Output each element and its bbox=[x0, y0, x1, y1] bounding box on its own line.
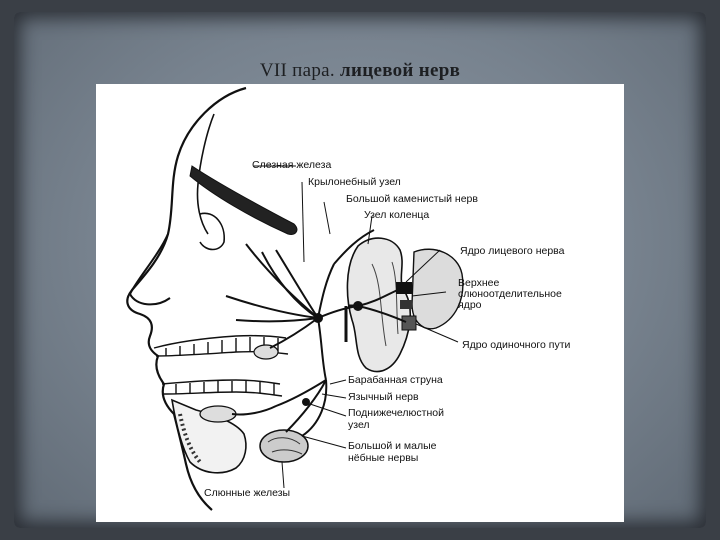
label-superior-salivatory-3: ядро bbox=[458, 300, 482, 311]
label-facial-nucleus: Ядро лицевого нерва bbox=[460, 246, 564, 257]
pons bbox=[412, 249, 463, 329]
label-submandibular-2: узел bbox=[348, 420, 370, 431]
label-palatine-1: Большой и малые bbox=[348, 441, 437, 452]
submandibular-ganglion-shape bbox=[302, 398, 310, 406]
salivatory-nucleus-shape bbox=[400, 300, 412, 309]
parotid-gland-small bbox=[254, 345, 278, 359]
sublingual-gland bbox=[200, 406, 236, 422]
label-greater-petrosal-nerve: Большой каменистый нерв bbox=[346, 194, 478, 205]
pterygopalatine-ganglion-shape bbox=[313, 313, 323, 323]
slide-title: VII пара. лицевой нерв bbox=[0, 60, 720, 82]
label-geniculate-ganglion: Узел коленца bbox=[364, 210, 429, 221]
label-lingual-nerve: Язычный нерв bbox=[348, 392, 419, 403]
facial-nerve-diagram: Слезная железа Крылонебный узел Большой … bbox=[96, 84, 624, 522]
label-pterygopalatine-ganglion: Крылонебный узел bbox=[308, 177, 401, 188]
label-submandibular-1: Поднижечелюстной bbox=[348, 408, 444, 419]
orbit bbox=[200, 213, 224, 249]
label-chorda-tympani: Барабанная струна bbox=[348, 375, 443, 386]
facial-nucleus-shape bbox=[396, 282, 412, 294]
slide-title-prefix: VII пара. bbox=[260, 60, 340, 81]
lacrimal-gland-shape bbox=[190, 166, 297, 234]
label-salivary-glands: Слюнные железы bbox=[204, 488, 290, 499]
label-lacrimal-gland: Слезная железа bbox=[252, 160, 331, 171]
label-solitary-nucleus: Ядро одиночного пути bbox=[462, 340, 570, 351]
lower-teeth bbox=[162, 380, 282, 396]
submandibular-gland bbox=[260, 430, 308, 462]
slide-title-main: лицевой нерв bbox=[340, 60, 460, 81]
label-palatine-2: нёбные нервы bbox=[348, 453, 418, 464]
solitary-nucleus-shape bbox=[402, 316, 416, 330]
